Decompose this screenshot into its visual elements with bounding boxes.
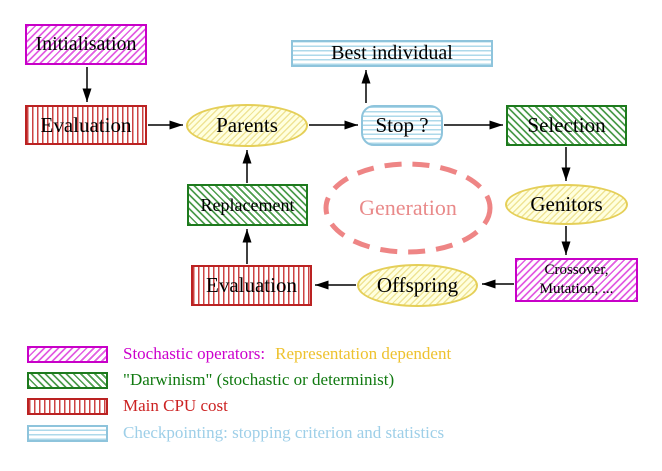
legend-swatch-stochastic-operators xyxy=(27,345,108,363)
legend-note-representation-dependent: Representation dependent xyxy=(275,344,452,363)
legend-label-cpu-cost: Main CPU cost xyxy=(123,396,228,415)
node-stop-test: Stop ? xyxy=(361,105,443,146)
generation-loop-label: Generation xyxy=(359,195,457,220)
legend-row-stochastic: Stochastic operators: Representation dep… xyxy=(27,344,452,363)
node-genitors: Genitors xyxy=(505,184,628,225)
legend-row-darwinism: "Darwinism" (stochastic or determinist) xyxy=(27,370,395,389)
node-evaluation-bottom: Evaluation xyxy=(191,265,312,306)
legend-swatch-checkpointing xyxy=(27,424,108,442)
legend-label-darwinism: "Darwinism" (stochastic or determinist) xyxy=(123,370,395,389)
node-evaluation-top: Evaluation xyxy=(25,105,147,145)
node-initialisation: Initialisation xyxy=(25,24,147,65)
legend-row-checkpointing: Checkpointing: stopping criterion and st… xyxy=(27,423,445,442)
legend-row-cpu-cost: Main CPU cost xyxy=(27,396,228,415)
legend-swatch-darwinism xyxy=(27,371,108,389)
crossover-label-line2: Mutation, ... xyxy=(539,281,614,297)
legend-swatch-cpu-cost xyxy=(27,397,108,415)
node-replacement: Replacement xyxy=(187,184,308,226)
node-best-individual: Best individual xyxy=(291,40,493,67)
legend-label-checkpointing: Checkpointing: stopping criterion and st… xyxy=(123,423,445,442)
crossover-label-line1: Crossover, xyxy=(544,262,609,279)
node-offspring: Offspring xyxy=(357,264,478,307)
node-selection: Selection xyxy=(506,105,627,146)
node-crossover-mutation: Crossover, Mutation, ... xyxy=(515,258,638,302)
legend-label-stochastic: Stochastic operators: xyxy=(123,344,266,363)
node-parents: Parents xyxy=(186,104,308,147)
